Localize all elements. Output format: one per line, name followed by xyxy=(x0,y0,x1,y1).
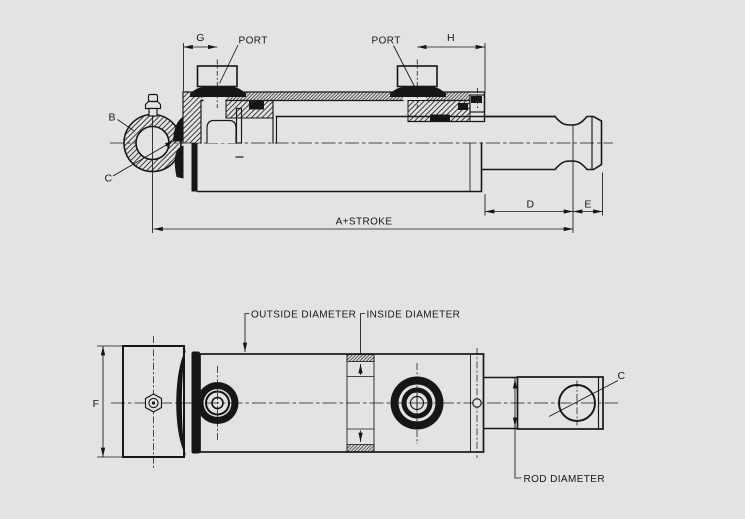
cap-eye-boss xyxy=(196,366,239,440)
dim-label-c-bottom: C xyxy=(618,370,626,382)
dim-label-b: B xyxy=(109,112,116,124)
clevis-eye xyxy=(123,98,184,233)
clevis-bracket xyxy=(122,336,185,470)
dim-d: D xyxy=(484,125,603,233)
outside-diameter-label: OUTSIDE DIAMETER xyxy=(251,310,356,321)
port-right-flange xyxy=(390,86,446,97)
bleed-hole xyxy=(472,398,482,408)
weld-bar xyxy=(191,351,200,454)
dim-a-stroke: A+STROKE xyxy=(153,217,573,232)
piston-assembly xyxy=(206,99,278,144)
callout-port-left: PORT xyxy=(219,36,268,84)
dim-label-d: D xyxy=(527,199,535,211)
inside-diameter-label: INSIDE DIAMETER xyxy=(367,310,461,321)
tube-exterior xyxy=(191,142,483,193)
dim-label-g: G xyxy=(196,32,204,44)
piston-seal xyxy=(249,101,264,110)
callout-c-top: C xyxy=(105,140,175,185)
grease-zerk xyxy=(144,93,162,117)
callout-port-right: PORT xyxy=(372,36,418,92)
callout-c-bottom: C xyxy=(548,370,626,417)
gland-seal-2 xyxy=(458,103,468,110)
bottom-view-plan: F OUTSIDE DIAMETER INSIDE DIAMETER ROD D… xyxy=(93,310,626,486)
zerk-center-dot xyxy=(151,401,156,405)
callout-outside-diameter: OUTSIDE DIAMETER xyxy=(242,310,356,352)
cushion-plug xyxy=(206,119,237,144)
rod-and-end-block xyxy=(482,376,604,430)
port-left-flange xyxy=(190,86,246,97)
port-left-label: PORT xyxy=(239,36,268,47)
plate-crescent xyxy=(176,349,186,456)
dim-e: E xyxy=(573,199,603,214)
rod-end-outline xyxy=(480,115,603,171)
rod-diameter-label: ROD DIAMETER xyxy=(524,474,605,485)
barrel xyxy=(199,348,485,458)
dim-h: H xyxy=(417,32,486,91)
port-right-label: PORT xyxy=(372,36,401,47)
dim-label-a-stroke: A+STROKE xyxy=(336,217,393,228)
callout-b: B xyxy=(109,112,134,131)
tube-bottom-outline xyxy=(196,142,483,193)
dim-label-c-top: C xyxy=(105,173,113,185)
gland-wiper-seal xyxy=(471,96,482,103)
eye-plate-edge xyxy=(176,349,200,456)
zerk-hole xyxy=(148,397,159,409)
rod-lines xyxy=(482,376,519,430)
barrel-outline xyxy=(199,353,485,453)
dim-label-e: E xyxy=(584,199,591,211)
piston-face-lines xyxy=(272,99,278,144)
gland-assembly xyxy=(407,88,486,123)
dim-f: F xyxy=(93,345,123,458)
dim-g: G xyxy=(183,32,218,91)
port-boss-left xyxy=(190,59,246,108)
wall-section-slice xyxy=(346,354,375,453)
piston-rod xyxy=(275,115,603,171)
rod-end-block xyxy=(516,376,604,430)
tube-end-weld xyxy=(191,143,198,192)
top-view-section: G PORT PORT H B C xyxy=(105,32,613,233)
callout-rod-diameter: ROD DIAMETER xyxy=(512,377,605,485)
gland-seal-1 xyxy=(430,114,450,122)
gland-boss-rings xyxy=(390,363,444,444)
dim-label-h: H xyxy=(447,32,455,44)
callout-inside-diameter: INSIDE DIAMETER xyxy=(360,310,461,354)
port-boss-right xyxy=(390,59,446,108)
eye-hatching xyxy=(124,114,181,172)
weld-lower xyxy=(174,145,184,179)
weld-upper xyxy=(173,116,184,142)
dim-label-f: F xyxy=(93,398,100,410)
